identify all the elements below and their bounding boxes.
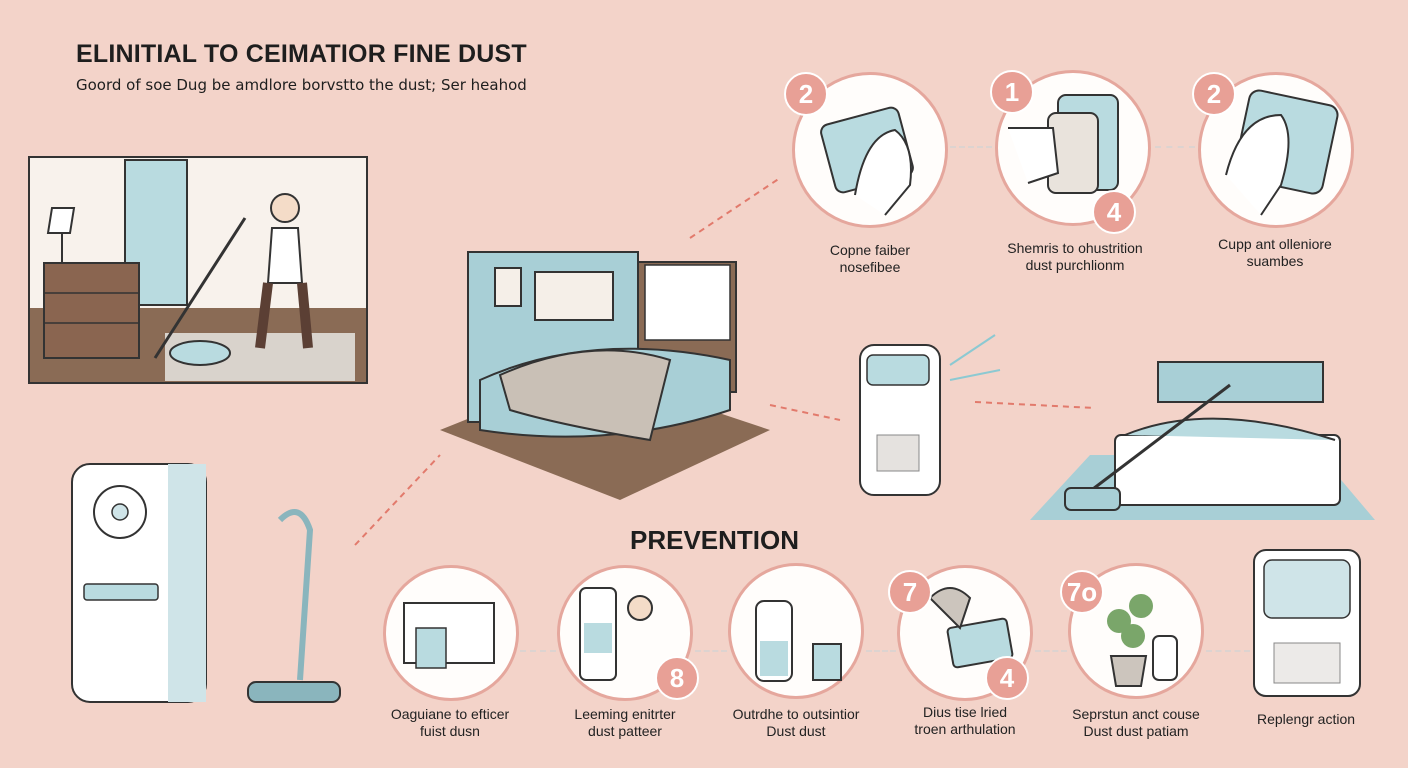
- prevention-heading: PREVENTION: [630, 525, 800, 555]
- cloth-on-vent-icon: [928, 587, 1014, 669]
- page-title: ELINITIAL TO CEIMATIOR FINE DUST: [76, 40, 527, 68]
- cleaner-bottle-icon: [579, 587, 653, 681]
- prevention-badge-5: 7o: [1060, 570, 1104, 614]
- connector-line: [695, 650, 727, 652]
- microfiber-cloth-icon: [1008, 94, 1119, 194]
- appliance-filter-icon: [403, 602, 495, 669]
- step-badge-3: 2: [1192, 72, 1236, 116]
- connector-line: [1155, 146, 1195, 148]
- cloth-wiping-icon: [820, 106, 914, 216]
- living-room-illustration: [28, 156, 368, 384]
- page-subtitle: Goord of soe Dug be amdlore borvstto the…: [76, 76, 527, 94]
- bedroom-illustration-icon: [440, 251, 770, 500]
- air-purifier-icon: [859, 334, 1001, 496]
- prevention-badge-4a: 7: [888, 570, 932, 614]
- prevention-caption-6: Replengr action: [1256, 711, 1356, 727]
- vacuum-cleaner-icon: [247, 509, 341, 703]
- connector-line: [1035, 650, 1067, 652]
- air-purifier-small-icon: [1253, 549, 1361, 697]
- prevention-circle-3: [728, 563, 864, 699]
- spray-bottle-icon: [755, 600, 842, 682]
- step-badge-2b: 4: [1092, 190, 1136, 234]
- vacuuming-scene-icon: [30, 158, 366, 382]
- connector-line: [1206, 650, 1250, 652]
- step-circle-2: [995, 70, 1151, 226]
- connector-line: [950, 146, 992, 148]
- prevention-circle-1: [383, 565, 519, 701]
- connector-line: [866, 650, 896, 652]
- prevention-badge-4b: 4: [985, 656, 1029, 700]
- prevention-badge-2: 8: [655, 656, 699, 700]
- hand-cleaning-icon: [1225, 89, 1339, 216]
- houseplant-icon: [1107, 594, 1178, 687]
- connector-line: [520, 650, 556, 652]
- step-badge-1: 2: [784, 72, 828, 116]
- bed-vacuum-icon: [1030, 361, 1375, 520]
- step-badge-2: 1: [990, 70, 1034, 114]
- large-air-purifier-icon: [71, 463, 207, 703]
